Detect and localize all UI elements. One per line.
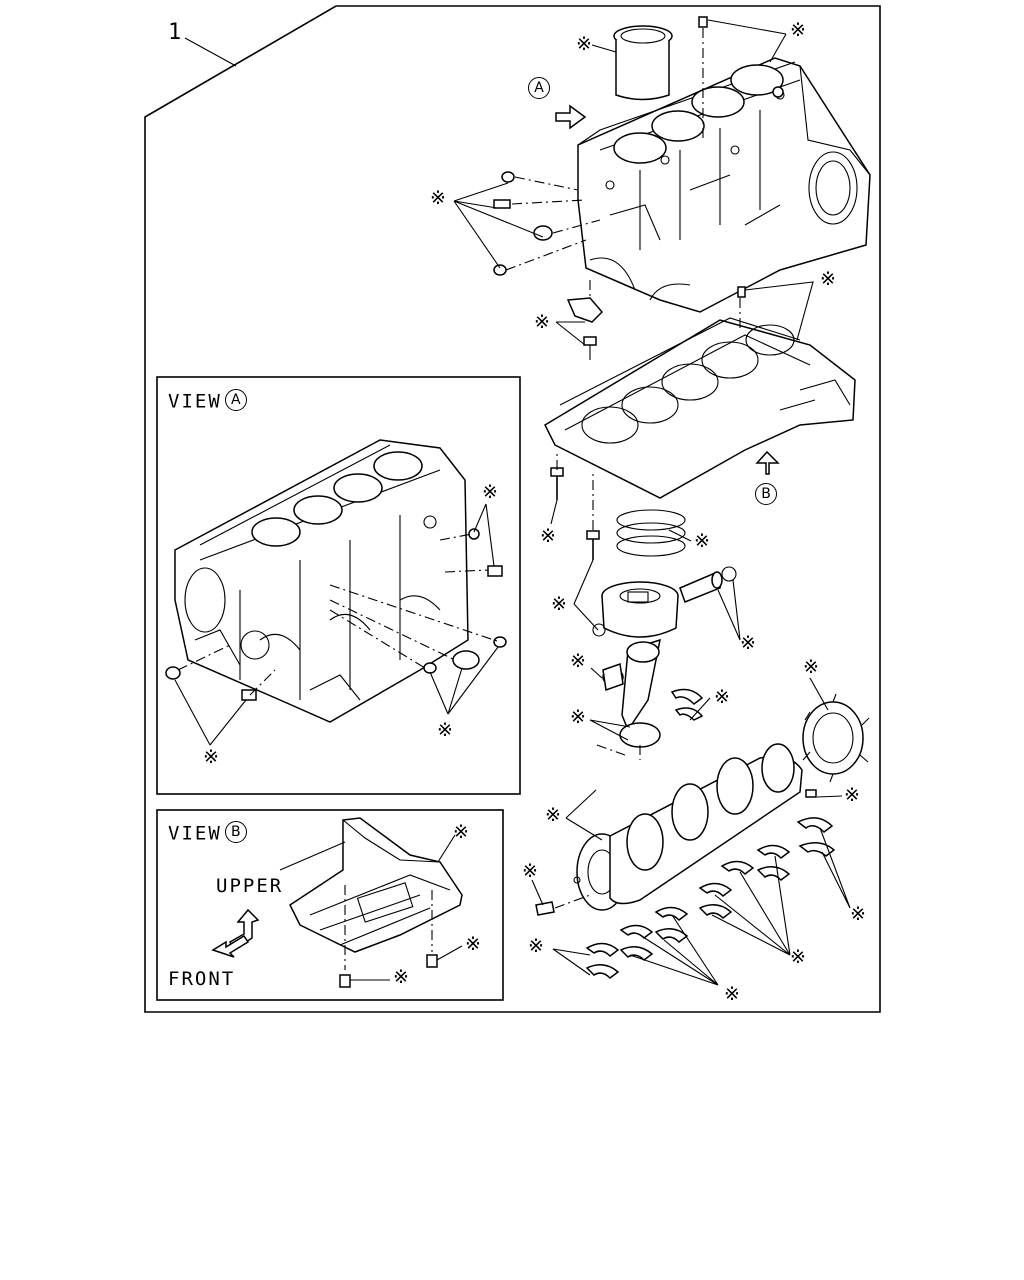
asterisk-note-icon: ※ (393, 966, 409, 988)
view-a-marker: A (224, 389, 247, 411)
view-arrow-b (755, 450, 780, 475)
asterisk-note-icon: ※ (534, 311, 550, 333)
asterisk-note-icon: ※ (850, 903, 866, 925)
asterisk-note-icon: ※ (551, 593, 567, 615)
cylinder-liner (613, 25, 673, 101)
view-a-box (156, 376, 521, 795)
main-bearing-shells (585, 817, 836, 979)
view-b-arrow-marker: B (755, 483, 777, 505)
upper-label: UPPER (216, 875, 284, 897)
asterisk-note-icon: ※ (430, 187, 446, 209)
connecting-rod (602, 638, 661, 748)
cylinder-block-upper (577, 57, 871, 313)
view-a-block (174, 439, 469, 723)
crank-gear (802, 693, 870, 783)
asterisk-note-icon: ※ (694, 530, 710, 552)
piston-rings (616, 509, 686, 557)
asterisk-note-icon: ※ (203, 746, 219, 768)
asterisk-note-icon: ※ (570, 706, 586, 728)
asterisk-note-icon: ※ (528, 935, 544, 957)
asterisk-note-icon: ※ (545, 804, 561, 826)
direction-arrows-icon (211, 908, 260, 958)
asterisk-note-icon: ※ (724, 983, 740, 1005)
view-b-label: VIEW (168, 822, 222, 845)
asterisk-note-icon: ※ (844, 784, 860, 806)
asterisk-note-icon: ※ (740, 632, 756, 654)
view-a-label: VIEW (168, 390, 222, 413)
view-b-crankcase (289, 817, 463, 953)
asterisk-note-icon: ※ (790, 19, 806, 41)
asterisk-note-icon: ※ (803, 656, 819, 678)
asterisk-note-icon: ※ (522, 860, 538, 882)
callout-leader (184, 37, 237, 67)
view-a-arrow-marker: A (528, 77, 550, 99)
view-a-leaders (174, 503, 501, 746)
view-b-box (156, 809, 504, 1001)
asterisk-note-icon: ※ (714, 686, 730, 708)
outer-frame (144, 5, 881, 1013)
callout-number: 1 (168, 20, 184, 45)
leader-lines (453, 19, 851, 986)
asterisk-note-icon: ※ (482, 481, 498, 503)
piston (601, 581, 679, 638)
view-arrow-a (555, 104, 587, 130)
asterisk-note-icon: ※ (820, 268, 836, 290)
asterisk-note-icon: ※ (570, 650, 586, 672)
asterisk-note-icon: ※ (540, 525, 556, 547)
side-plugs (493, 171, 601, 276)
crankshaft (573, 743, 803, 911)
crankcase-lower (544, 317, 856, 499)
asterisk-note-icon: ※ (790, 946, 806, 968)
front-label: FRONT (168, 968, 236, 990)
asterisk-note-icon: ※ (465, 933, 481, 955)
asterisk-note-icon: ※ (453, 821, 469, 843)
asterisk-note-icon: ※ (437, 719, 453, 741)
asterisk-note-icon: ※ (576, 33, 592, 55)
view-b-marker: B (224, 821, 247, 843)
